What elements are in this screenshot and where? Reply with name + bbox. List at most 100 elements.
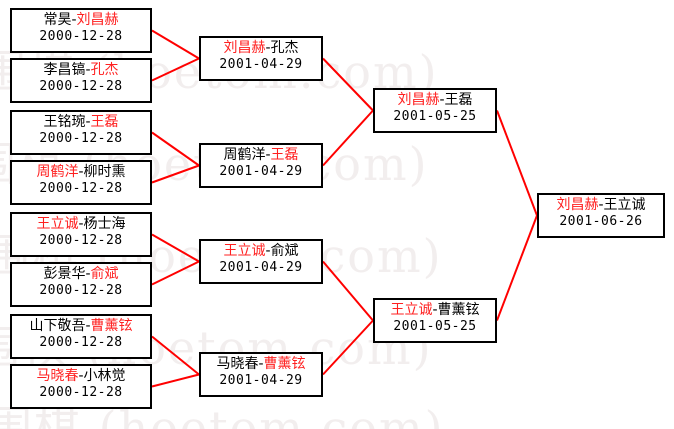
- match-players: 刘昌赫-孔杰: [205, 40, 317, 57]
- match-date: 2000-12-28: [39, 29, 123, 45]
- player-separator: -: [265, 243, 271, 259]
- match-players: 王立诚-曹薰铉: [379, 302, 491, 319]
- match-date: 2001-06-26: [559, 214, 643, 230]
- match-players: 周鹤洋-王磊: [205, 147, 317, 164]
- connector-line: [151, 131, 200, 167]
- match-date: 2000-12-28: [39, 385, 123, 401]
- player-right: 俞斌: [270, 243, 299, 259]
- player-right: 王立诚: [603, 197, 646, 213]
- player-right: 王磊: [270, 147, 299, 163]
- player-right: 柳时熏: [83, 164, 126, 180]
- player-left: 彭景华: [43, 266, 86, 282]
- match-players: 马晓春-曹薰铉: [205, 356, 317, 373]
- player-left: 刘昌赫: [397, 92, 440, 108]
- match-date: 2001-04-29: [219, 260, 303, 276]
- player-separator: -: [85, 62, 91, 78]
- match-date: 2001-04-29: [219, 57, 303, 73]
- connector-line: [151, 260, 200, 286]
- player-right: 王磊: [444, 92, 473, 108]
- player-separator: -: [432, 302, 438, 318]
- match-players: 王立诚-俞斌: [205, 243, 317, 260]
- match-players: 彭景华-俞斌: [16, 266, 146, 283]
- player-separator: -: [78, 216, 84, 232]
- match-players: 王立诚-杨士海: [16, 216, 146, 233]
- match-players: 马晓春-小林觉: [16, 368, 146, 385]
- connector-line: [151, 164, 200, 184]
- player-left: 马晓春: [36, 368, 79, 384]
- player-separator: -: [85, 318, 91, 334]
- connector-line: [496, 215, 538, 321]
- player-right: 曹薰铉: [263, 356, 306, 372]
- match-date: 2001-05-25: [393, 319, 477, 335]
- player-right: 小林觉: [83, 368, 126, 384]
- connector-line: [322, 57, 374, 112]
- player-left: 王立诚: [223, 243, 266, 259]
- player-separator: -: [598, 197, 604, 213]
- player-left: 王立诚: [36, 216, 79, 232]
- player-left: 王铭琬: [43, 114, 86, 130]
- match-date: 2001-04-29: [219, 373, 303, 389]
- match-date: 2000-12-28: [39, 283, 123, 299]
- player-left: 李昌镐: [43, 62, 86, 78]
- player-separator: -: [265, 147, 271, 163]
- player-right: 俞斌: [90, 266, 119, 282]
- match-date: 2000-12-28: [39, 335, 123, 351]
- match-date: 2000-12-28: [39, 131, 123, 147]
- player-right: 杨士海: [83, 216, 126, 232]
- match-players: 周鹤洋-柳时熏: [16, 164, 146, 181]
- match-date: 2000-12-28: [39, 181, 123, 197]
- match-date: 2001-05-25: [393, 109, 477, 125]
- player-separator: -: [78, 368, 84, 384]
- match-players: 山下敬吾-曹薰铉: [16, 318, 146, 335]
- player-right: 曹薰铉: [437, 302, 480, 318]
- player-left: 王立诚: [390, 302, 433, 318]
- player-separator: -: [78, 164, 84, 180]
- player-right: 刘昌赫: [76, 12, 119, 28]
- match-players: 王铭琬-王磊: [16, 114, 146, 131]
- connector-line: [496, 110, 538, 216]
- player-separator: -: [258, 356, 264, 372]
- player-left: 刘昌赫: [556, 197, 599, 213]
- connector-line: [151, 373, 200, 388]
- player-separator: -: [85, 114, 91, 130]
- match-players: 刘昌赫-王立诚: [543, 197, 659, 214]
- player-right: 曹薰铉: [90, 318, 133, 334]
- player-left: 山下敬吾: [29, 318, 86, 334]
- player-left: 马晓春: [216, 356, 259, 372]
- player-separator: -: [265, 40, 271, 56]
- connector-line: [151, 57, 200, 82]
- player-right: 孔杰: [270, 40, 299, 56]
- player-separator: -: [439, 92, 445, 108]
- player-right: 王磊: [90, 114, 119, 130]
- connector-line: [322, 319, 374, 376]
- connector-line: [151, 335, 200, 376]
- player-left: 常昊: [43, 12, 72, 28]
- player-left: 周鹤洋: [36, 164, 79, 180]
- player-left: 刘昌赫: [223, 40, 266, 56]
- match-date: 2000-12-28: [39, 233, 123, 249]
- player-separator: -: [85, 266, 91, 282]
- match-players: 刘昌赫-王磊: [379, 92, 491, 109]
- connector-line: [322, 109, 374, 167]
- connector-line: [151, 29, 200, 60]
- match-players: 李昌镐-孔杰: [16, 62, 146, 79]
- connector-line: [322, 260, 374, 322]
- match-date: 2000-12-28: [39, 79, 123, 95]
- match-date: 2001-04-29: [219, 164, 303, 180]
